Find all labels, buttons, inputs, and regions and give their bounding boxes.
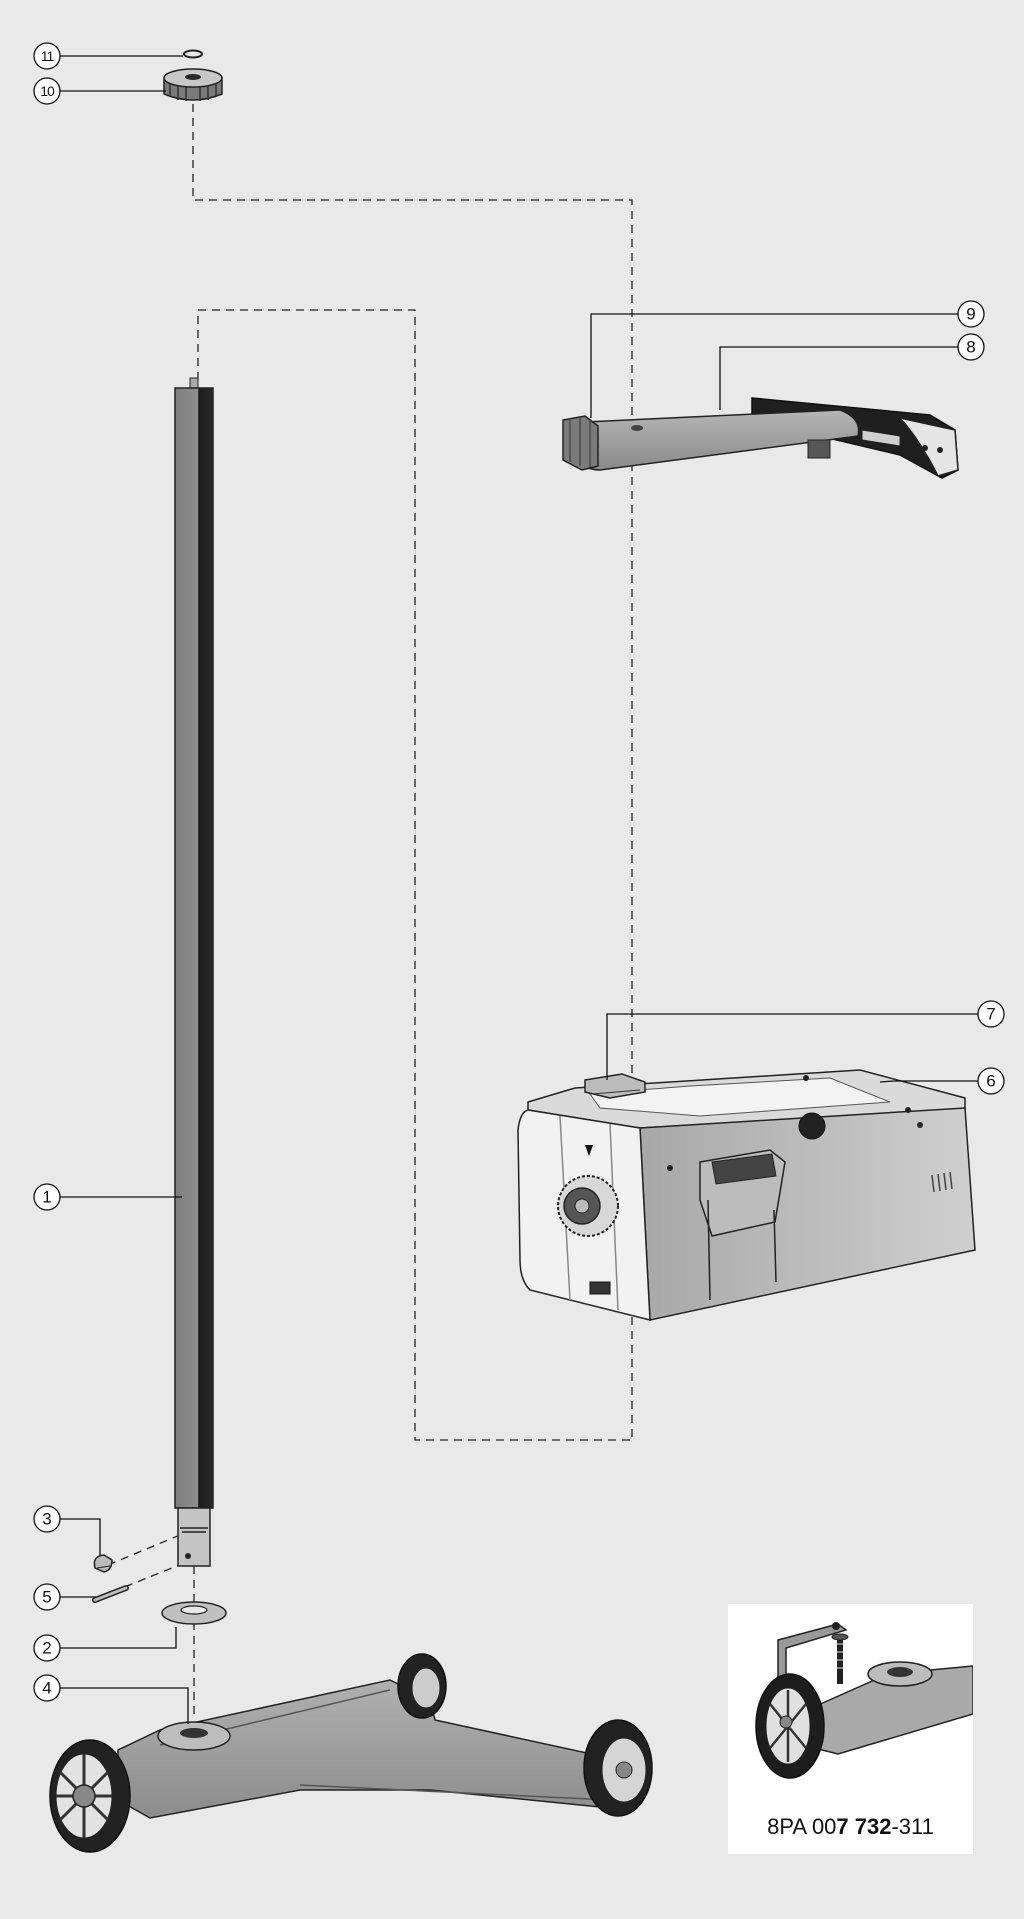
washer-part bbox=[161, 1601, 227, 1625]
part-number-bold: 7 732 bbox=[836, 1814, 892, 1839]
callout-3: 3 bbox=[33, 1505, 61, 1533]
callout-number: 6 bbox=[986, 1072, 995, 1091]
callout-9: 9 bbox=[957, 300, 985, 328]
callout-10: 10 bbox=[33, 77, 61, 105]
callout-number: 9 bbox=[966, 305, 975, 324]
part-number-label: 8PA 007 732-311 bbox=[728, 1814, 973, 1840]
callout-number: 5 bbox=[42, 1588, 51, 1607]
leader-2 bbox=[60, 1627, 177, 1649]
knob-part bbox=[163, 68, 223, 101]
callout-number: 7 bbox=[986, 1005, 995, 1024]
housing-unit-part bbox=[517, 1069, 976, 1321]
callout-number: 2 bbox=[42, 1639, 51, 1658]
callout-6: 6 bbox=[977, 1067, 1005, 1095]
callout-number: 10 bbox=[40, 83, 55, 99]
callout-number: 11 bbox=[41, 48, 55, 64]
detail-inset: 8PA 007 732-311 bbox=[728, 1604, 974, 1854]
callout-7: 7 bbox=[977, 1000, 1005, 1028]
guide-line-pole-to-box bbox=[197, 309, 632, 1441]
arm-part bbox=[562, 397, 959, 479]
leader-6 bbox=[879, 1080, 978, 1083]
callout-4: 4 bbox=[33, 1674, 61, 1702]
part-number-suffix: -311 bbox=[891, 1814, 934, 1839]
clip-part bbox=[93, 1554, 113, 1573]
leader-4 bbox=[60, 1687, 189, 1724]
leader-7 bbox=[606, 1013, 978, 1080]
callout-number: 3 bbox=[42, 1510, 51, 1529]
callout-11: 11 bbox=[33, 42, 61, 70]
guide-line-part-5 bbox=[111, 1563, 183, 1593]
pin-part bbox=[92, 1585, 129, 1603]
leader-9 bbox=[590, 313, 958, 418]
callout-8: 8 bbox=[957, 333, 985, 361]
callout-5: 5 bbox=[33, 1583, 61, 1611]
guide-line-part-3 bbox=[107, 1534, 181, 1566]
callout-number: 1 bbox=[42, 1188, 51, 1207]
callout-number: 4 bbox=[42, 1679, 51, 1698]
leader-8 bbox=[719, 346, 958, 410]
callout-1: 1 bbox=[33, 1183, 61, 1211]
callout-number: 8 bbox=[966, 338, 975, 357]
callout-leaders bbox=[60, 55, 978, 1724]
leader-3 bbox=[60, 1518, 101, 1556]
pole-part bbox=[174, 377, 214, 1567]
circlip-part bbox=[183, 49, 203, 59]
callout-2: 2 bbox=[33, 1634, 61, 1662]
part-number-prefix: 8PA 00 bbox=[767, 1814, 837, 1839]
guide-line-knob-to-box bbox=[192, 104, 633, 1440]
detail-inset-drawing bbox=[755, 1622, 974, 1779]
base-part bbox=[49, 1653, 653, 1853]
